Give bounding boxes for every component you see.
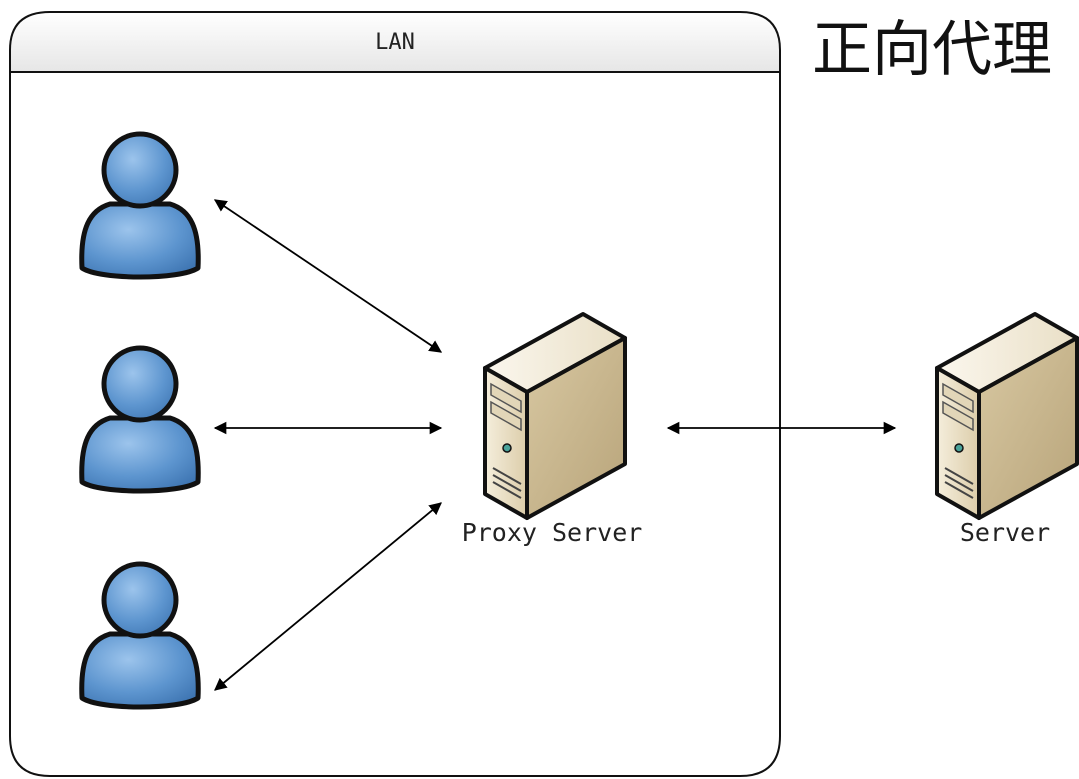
lan-header (9, 11, 781, 73)
connection-client-3-proxy (214, 502, 442, 691)
proxy-server-label: Proxy Server (462, 518, 643, 547)
lan-label: LAN (375, 30, 415, 55)
connection-client-1-proxy (213, 199, 443, 353)
page-title: 正向代理 (812, 15, 1052, 85)
server-icon (935, 312, 1079, 520)
server-label: Server (960, 518, 1050, 547)
